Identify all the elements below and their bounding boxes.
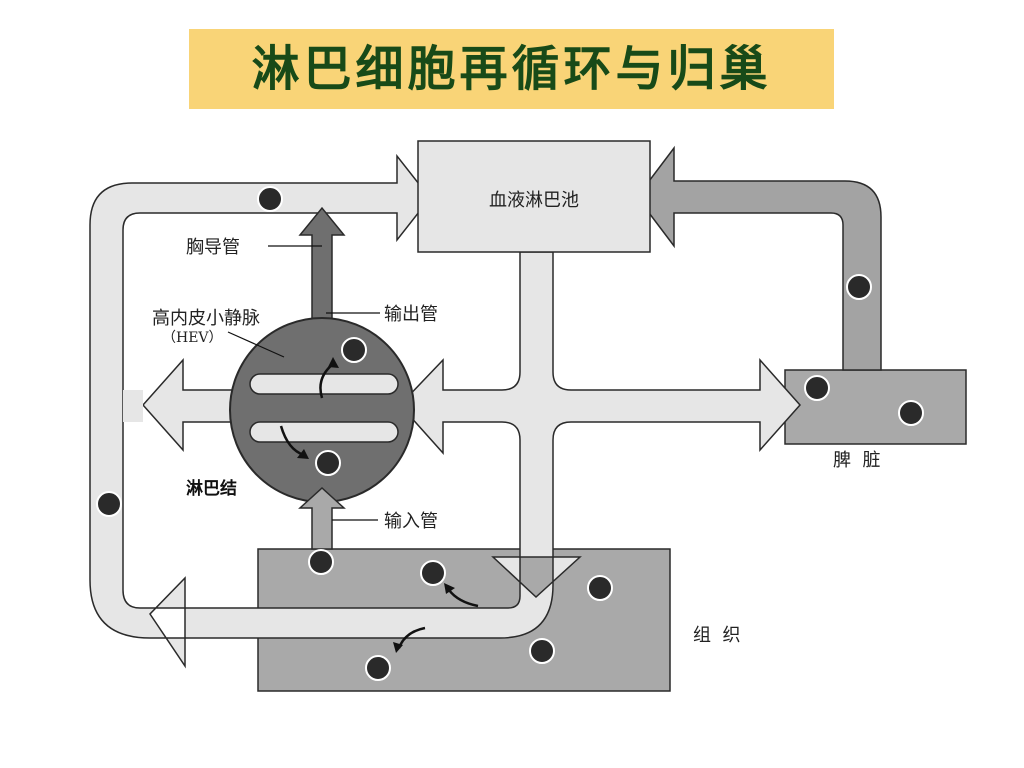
lymphocyte (846, 274, 872, 300)
lymph-node-label: 淋巴结 (186, 478, 237, 499)
hev-abbr-label: （HEV） (162, 330, 223, 346)
lymphocyte (365, 655, 391, 681)
blood-lymph-circulation-arrows (184, 556, 582, 639)
blood-pool-box (417, 140, 651, 253)
title-banner: 淋巴细胞再循环与归巢 (189, 29, 834, 109)
leader-lines (227, 245, 380, 521)
page-title: 淋巴细胞再循环与归巢 (251, 41, 772, 97)
left-return-loop (89, 153, 431, 669)
lymphocyte (898, 400, 924, 426)
lymphocytes (96, 186, 924, 681)
lymphocyte (257, 186, 283, 212)
lymphocyte (96, 491, 122, 517)
hev-channel-lower (249, 421, 399, 443)
efferent-duct-label: 输出管 (384, 304, 438, 325)
lymphocyte (529, 638, 555, 664)
thoracic-duct-label: 胸导管 (186, 237, 240, 258)
afferent-duct-arrow (298, 486, 346, 550)
lymphocyte (315, 450, 341, 476)
spleen-label: 脾 脏 (833, 450, 880, 471)
hev-label: 高内皮小静脉 (152, 308, 260, 329)
spleen-return-arrow (636, 145, 882, 371)
tissue-label: 组 织 (693, 625, 740, 646)
left-branch-connector (123, 390, 143, 422)
lymphocyte (341, 337, 367, 363)
central-trunk (398, 251, 802, 558)
migration-arrowheads (297, 357, 455, 653)
migration-arrow (448, 589, 479, 608)
lymphocyte (420, 560, 446, 586)
blood-pool-label: 血液淋巴池 (489, 190, 579, 211)
lymphocyte (804, 375, 830, 401)
lymphocyte (308, 549, 334, 575)
afferent-duct-label: 输入管 (384, 511, 438, 532)
lymphocyte (587, 575, 613, 601)
